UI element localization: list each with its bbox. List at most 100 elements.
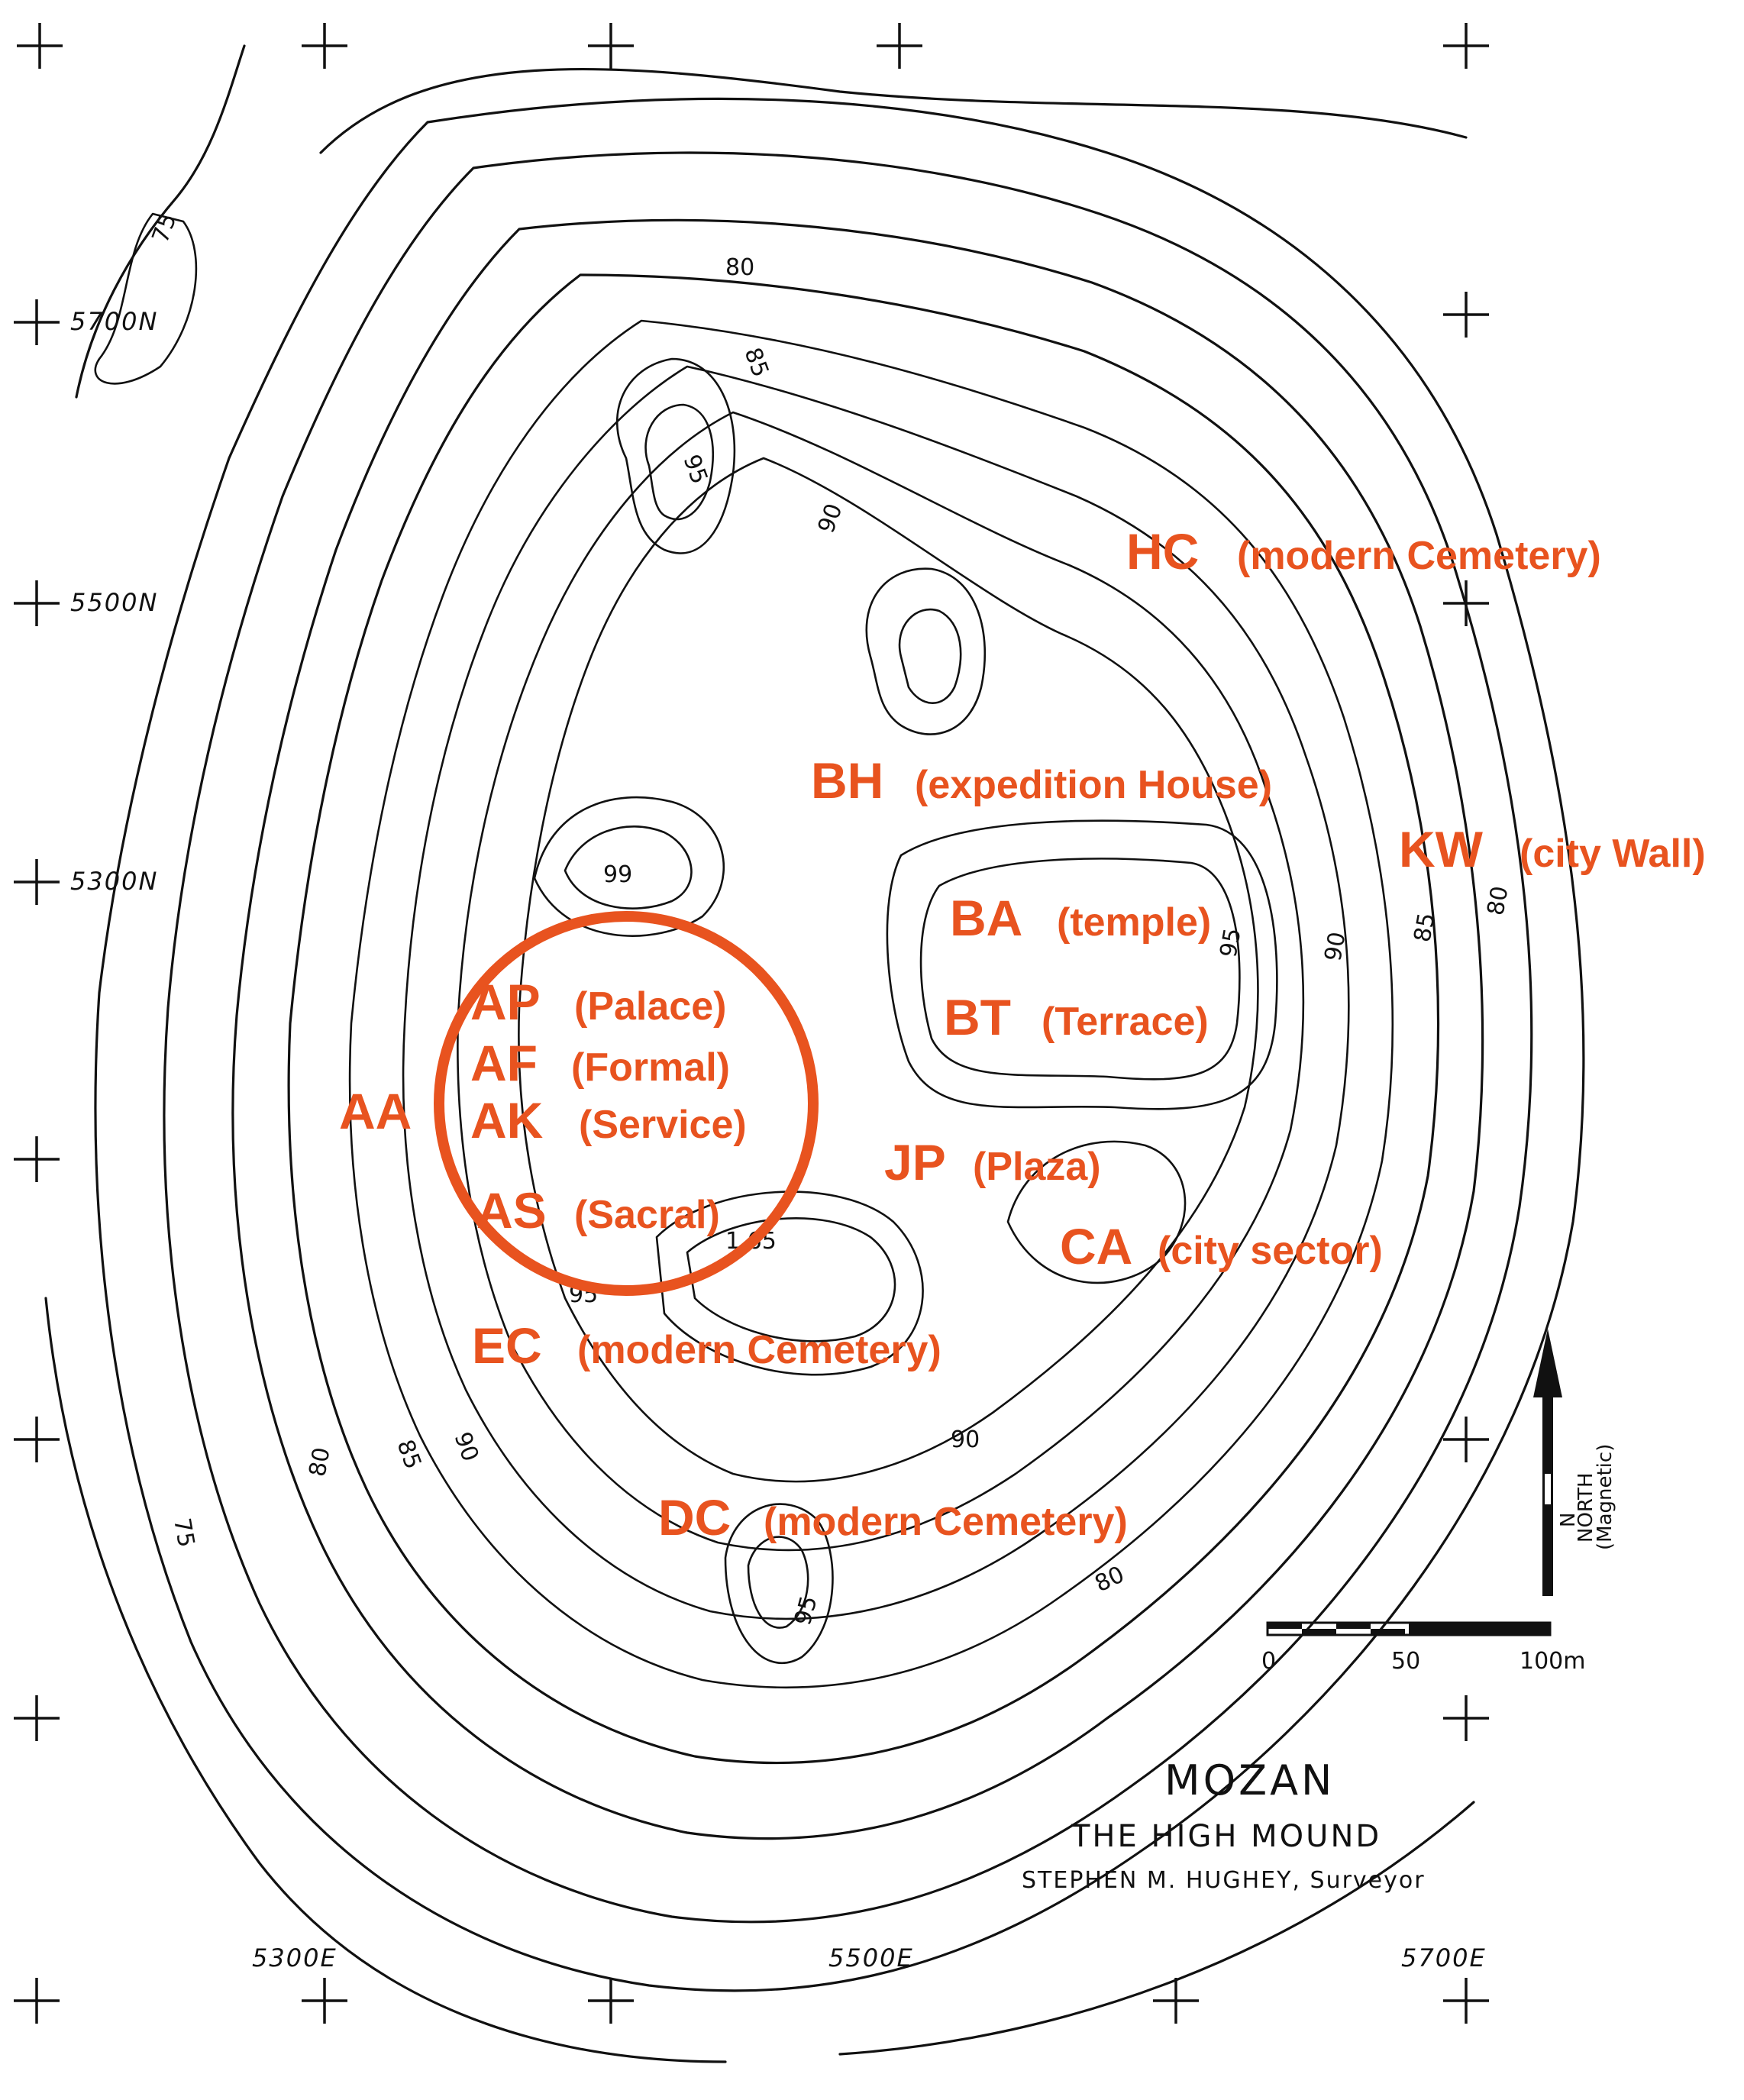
grid-cross: [14, 299, 60, 345]
elevation-label: 90: [813, 500, 848, 537]
area-description: (expedition House): [915, 763, 1272, 807]
elevation-label: 80: [1482, 884, 1513, 918]
elevation-label: 85: [1409, 911, 1440, 945]
area-code: JP: [884, 1134, 946, 1191]
contour-line: [1006, 1140, 1187, 1284]
area-labels: HC (modern Cemetery) BH (expedition Hous…: [339, 523, 1706, 1546]
scale-label-0: 0: [1261, 1648, 1276, 1675]
map-subtitle: THE HIGH MOUND: [1071, 1819, 1381, 1854]
grid-label-5500e: 5500E: [828, 1943, 914, 1972]
area-label-bt: BT (Terrace): [944, 989, 1209, 1045]
grid-cross: [302, 23, 347, 69]
contour-line: [655, 1191, 924, 1376]
scale-bar-segment: [1409, 1623, 1550, 1635]
grid-label-5300e: 5300E: [252, 1943, 337, 1972]
grid-cross: [14, 580, 60, 626]
contour-line: [533, 796, 725, 937]
area-code: AP: [470, 974, 541, 1030]
area-label-hc: HC (modern Cemetery): [1126, 523, 1601, 580]
contour-line: [44, 1297, 727, 2063]
area-label-bh: BH (expedition House): [811, 752, 1272, 809]
area-label-kw: KW (city Wall): [1399, 821, 1706, 877]
area-description: (city sector): [1158, 1229, 1383, 1273]
grid-cross: [1443, 292, 1489, 338]
contour-line: [457, 411, 1305, 1552]
north-arrow: N NORTH (Magnetic): [1533, 1329, 1616, 1596]
grid-crosses: [14, 23, 1489, 2024]
north-arrow-gap: [1545, 1474, 1551, 1504]
elevation-label: 90: [448, 1429, 483, 1465]
grid-cross: [588, 1978, 634, 2024]
contour-line: [75, 44, 246, 399]
scale-bar-segment: [1268, 1623, 1302, 1629]
elevation-label: 90: [951, 1426, 980, 1453]
elevation-label: 80: [1091, 1561, 1129, 1598]
grid-cross: [17, 23, 63, 69]
area-code: AK: [470, 1092, 544, 1149]
elevation-label: 85: [738, 344, 773, 381]
area-label-ak: AK (Service): [470, 1092, 747, 1149]
grid-cross: [302, 1978, 347, 2024]
contour-line: [644, 403, 714, 521]
contour-line: [898, 608, 962, 704]
grid-cross: [14, 1417, 60, 1462]
contour-line: [402, 365, 1350, 1620]
area-description: (modern Cemetery): [577, 1328, 941, 1372]
contour-line: [231, 218, 1484, 1840]
grid-label-5700e: 5700E: [1401, 1943, 1487, 1972]
contour-line: [724, 1503, 834, 1665]
grid-cross: [1443, 23, 1489, 69]
contour-line: [287, 273, 1440, 1765]
area-description: (Terrace): [1042, 1000, 1209, 1044]
elevation-label: 95: [790, 1593, 823, 1628]
north-letter: N: [1557, 1513, 1580, 1527]
area-description: (Plaza): [973, 1145, 1101, 1189]
area-code: AS: [476, 1182, 547, 1239]
surveyor-credit: STEPHEN M. HUGHEY, Surveyor: [1022, 1867, 1426, 1894]
grid-cross: [1153, 1978, 1199, 2024]
contour-line: [163, 151, 1533, 1924]
scale-bar-segment: [1336, 1623, 1371, 1629]
elevation-label: 95: [1215, 926, 1246, 960]
area-code: HC: [1126, 523, 1199, 580]
area-label-ca: CA (city sector): [1060, 1218, 1383, 1275]
elevation-label: 99: [603, 861, 632, 888]
area-label-dc: DC (modern Cemetery): [658, 1489, 1128, 1546]
contour-line: [94, 212, 198, 385]
area-code: BH: [811, 752, 883, 809]
elevation-label: 75: [168, 1516, 199, 1549]
contour-line: [865, 567, 987, 735]
grid-cross: [14, 1695, 60, 1741]
scale-bar: 0 50 100m: [1261, 1621, 1585, 1675]
grid-cross: [14, 1978, 60, 2024]
map-title: MOZAN: [1164, 1756, 1335, 1804]
contour-lines: [44, 44, 1585, 2063]
contour-line: [919, 858, 1241, 1081]
area-label-ba: BA (temple): [950, 890, 1211, 946]
area-code: AF: [470, 1035, 538, 1091]
area-code: BA: [950, 890, 1022, 946]
grid-label-5500n: 5500N: [70, 588, 158, 617]
elevation-label: 95: [677, 451, 712, 488]
area-code: BT: [944, 989, 1011, 1045]
grid-cross: [1443, 1978, 1489, 2024]
elevation-label: 80: [725, 254, 754, 281]
grid-cross: [14, 859, 60, 905]
elevation-label: 85: [391, 1436, 426, 1473]
north-sub-label: (Magnetic): [1594, 1444, 1616, 1550]
area-description: (Palace): [574, 984, 726, 1029]
area-code: KW: [1399, 821, 1484, 877]
north-label: NORTH: [1574, 1472, 1597, 1543]
area-code: EC: [472, 1317, 542, 1374]
north-arrow-head-icon: [1533, 1329, 1562, 1397]
scale-label-50: 50: [1391, 1648, 1420, 1675]
area-code: AA: [339, 1083, 412, 1139]
grid-cross: [14, 1136, 60, 1182]
contour-line: [518, 457, 1259, 1483]
area-label-af: AF (Formal): [470, 1035, 730, 1091]
contour-line: [348, 319, 1394, 1689]
area-label-jp: JP (Plaza): [884, 1134, 1101, 1191]
area-description: (modern Cemetery): [1237, 534, 1601, 578]
contour-line: [564, 825, 693, 909]
